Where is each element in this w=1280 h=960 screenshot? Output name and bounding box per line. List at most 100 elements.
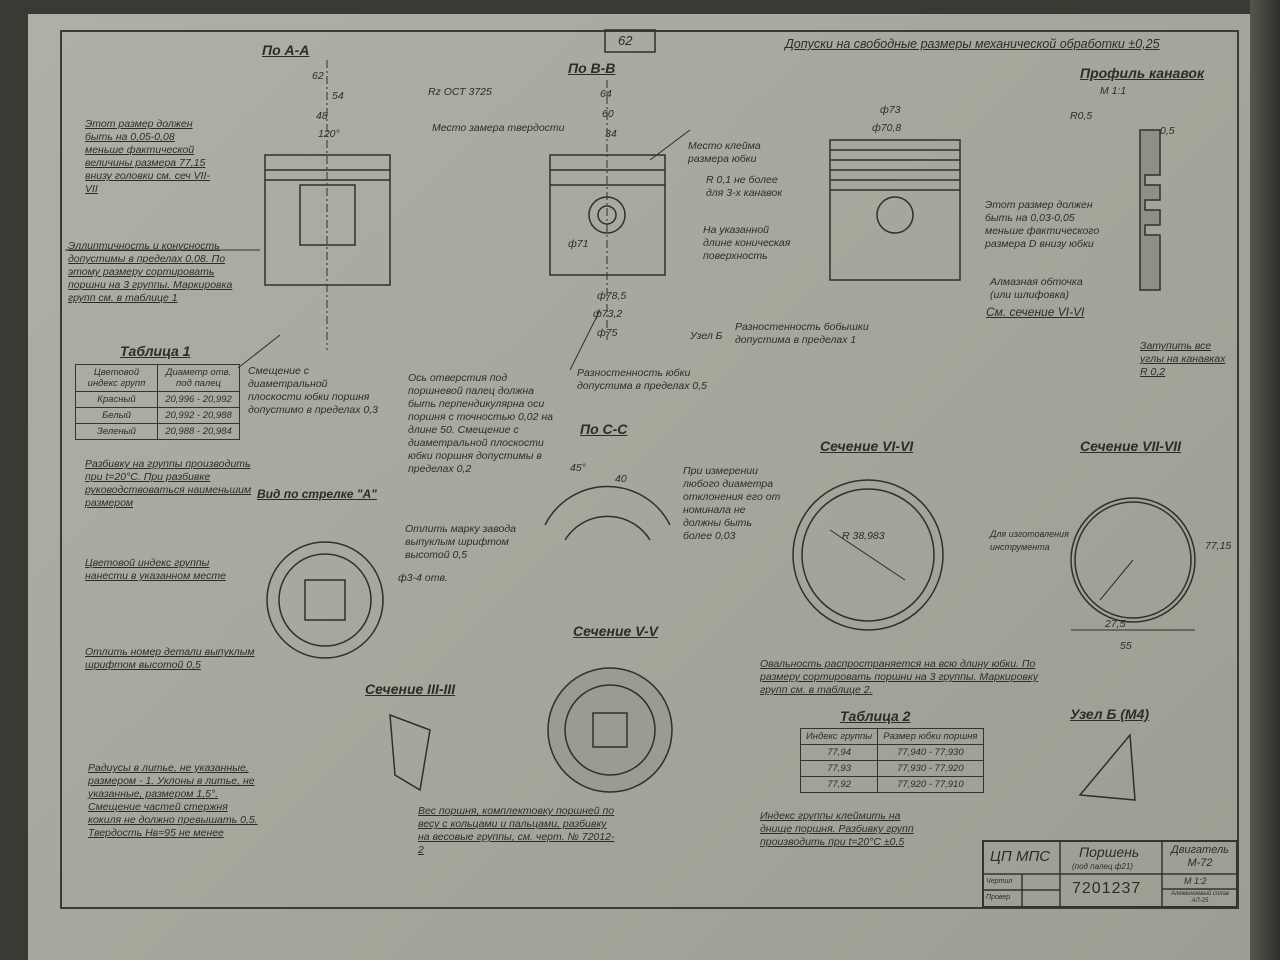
section-3-drawing [389,713,431,792]
table1-title: Таблица 1 [120,343,191,359]
section-6-drawing [792,479,944,631]
section-aa-drawing [264,60,391,350]
table1-header: Диаметр отв. под палец [157,364,240,392]
table2-header: Индекс группы [799,728,879,745]
section-5-drawing [547,667,673,793]
drawing-sheet [28,14,1250,960]
note-tool: Для изготовления инструмента [990,529,1069,552]
cell: 77,920 - 77,910 [877,776,984,793]
note-diamond: Алмазная обточка (или шлифовка) [990,276,1083,301]
note-radii: Радиусы в литье, не указанные, размером … [88,762,258,839]
dim-60: 60 [602,108,614,120]
cell: 77,94 [799,744,879,761]
note-measure: При измерении любого диаметра отклонения… [683,465,781,542]
note-skirt-size: Этот размер должен быть на 0,03-0,05 мен… [985,199,1100,250]
cell: Зеленый [75,423,158,440]
cell: 77,92 [799,776,879,793]
cell: Красный [75,391,158,408]
cell: 20,992 - 20,988 [157,407,240,424]
cell: 20,988 - 20,984 [157,423,240,440]
section-7-title: Сечение VII-VII [1080,438,1182,454]
title-block: ЦП МПС Поршень (под палец ф21) Двигатель… [982,840,1238,908]
note-see-section: См. сечение VI-VI [986,305,1085,319]
section-7-drawing [1070,497,1196,631]
note-index-stamp: Индекс группы клеймить на днище поршня. … [760,810,914,848]
note-size: Этот размер должен быть на 0,05-0,08 мен… [85,118,210,195]
cell: Белый [75,407,158,424]
view-a-title: Вид по стрелке "А" [257,487,377,501]
dim-120: 120° [318,128,340,140]
section-cc-inner-arc [564,515,651,541]
drawing-frame [60,30,1239,909]
note-ovality: Овальность распространяется на всю длину… [760,658,1039,696]
section-bb-title: По В-В [568,60,616,76]
note-stamp-place: Место клейма размера юбки [688,140,761,165]
cell: 20,996 - 20,992 [157,391,240,408]
section-5-title: Сечение V-V [573,623,658,639]
material: Алюминиевый сплав АЛ-25 [1170,891,1230,904]
note-color-index: Цветовой индекс группы нанести в указанн… [85,557,226,582]
sheet-number: 62 [618,33,633,48]
note-node: Узел Б [690,330,723,342]
background-edge [1250,0,1280,960]
note-boss-wall: Разностенность бобышки допустима в преде… [735,321,869,346]
dim-45: 45° [570,462,586,474]
note-offset: Смещение с диаметральной плоскости юбки … [248,365,379,416]
drawing-number: 7201237 [1072,880,1142,897]
section-3-title: Сечение III-III [365,681,456,697]
table2-title: Таблица 2 [840,708,911,724]
org-name: ЦП МПС [990,848,1051,865]
dim-f73: ф73 [880,104,901,116]
dim-40: 40 [615,473,627,485]
node-b-drawing [1078,733,1136,801]
part-name: Поршень [1079,844,1140,860]
groove-scale: М 1:1 [1100,85,1127,97]
dim-f78-5: ф78,5 [597,290,627,302]
piston-exterior-drawing [829,139,961,281]
dim-f70-8: ф70,8 [872,122,902,134]
section-cc-title: По С-С [580,421,628,437]
dim-27-5: 27,5 [1105,618,1126,630]
title-block-grid [984,842,1236,906]
dim-54: 54 [332,90,344,102]
sheet-number-box [604,29,656,53]
dim-f75: ф75 [597,327,618,339]
scale: М 1:2 [1184,876,1207,886]
cell: 77,93 [799,760,879,777]
view-a-drawing [266,541,384,659]
part-subtitle: (под палец ф21) [1072,862,1133,871]
note-cast-mark: Отлить марку завода выпуклым шрифтом выс… [405,523,516,561]
dim-34: 34 [605,128,617,140]
engine-name: Двигатель М-72 [1171,844,1229,869]
dim-r05: R0,5 [1070,110,1093,122]
dim-f71: ф71 [568,238,589,250]
tolerance-note: Допуски на свободные размеры механическо… [785,37,1160,51]
note-blunt: Затупить все углы на канавках R 0,2 [1140,340,1226,378]
dim-r38: R 38,983 [842,530,885,542]
dim-64: 64 [600,88,612,100]
note-sorting: Разбивку на группы производить при t=20°… [85,458,252,509]
note-hardness-place: Место замера твердости [432,122,565,134]
cell: 77,930 - 77,920 [877,760,984,777]
dim-holes: ф3-4 отв. [398,572,448,584]
section-bb-drawing [549,80,666,340]
dim-62: 62 [312,70,324,82]
checked-label: Провер [986,894,1011,901]
groove-profile-title: Профиль канавок [1080,65,1205,81]
dim-77-15: 77,15 [1205,540,1232,552]
note-part-number-cast: Отлить номер детали выпуклым шрифтом выс… [85,646,255,671]
cell: 77,940 - 77,930 [877,744,984,761]
dim-48: 48 [316,110,328,122]
section-6-title: Сечение VI-VI [820,438,914,454]
note-roughness: Rz ОСТ 3725 [428,86,492,98]
node-b-title: Узел Б (М4) [1070,706,1150,722]
note-conical: На указанной длине коническая поверхност… [703,224,791,262]
note-groove-limit: R 0,1 не более для 3-х канавок [706,174,783,199]
